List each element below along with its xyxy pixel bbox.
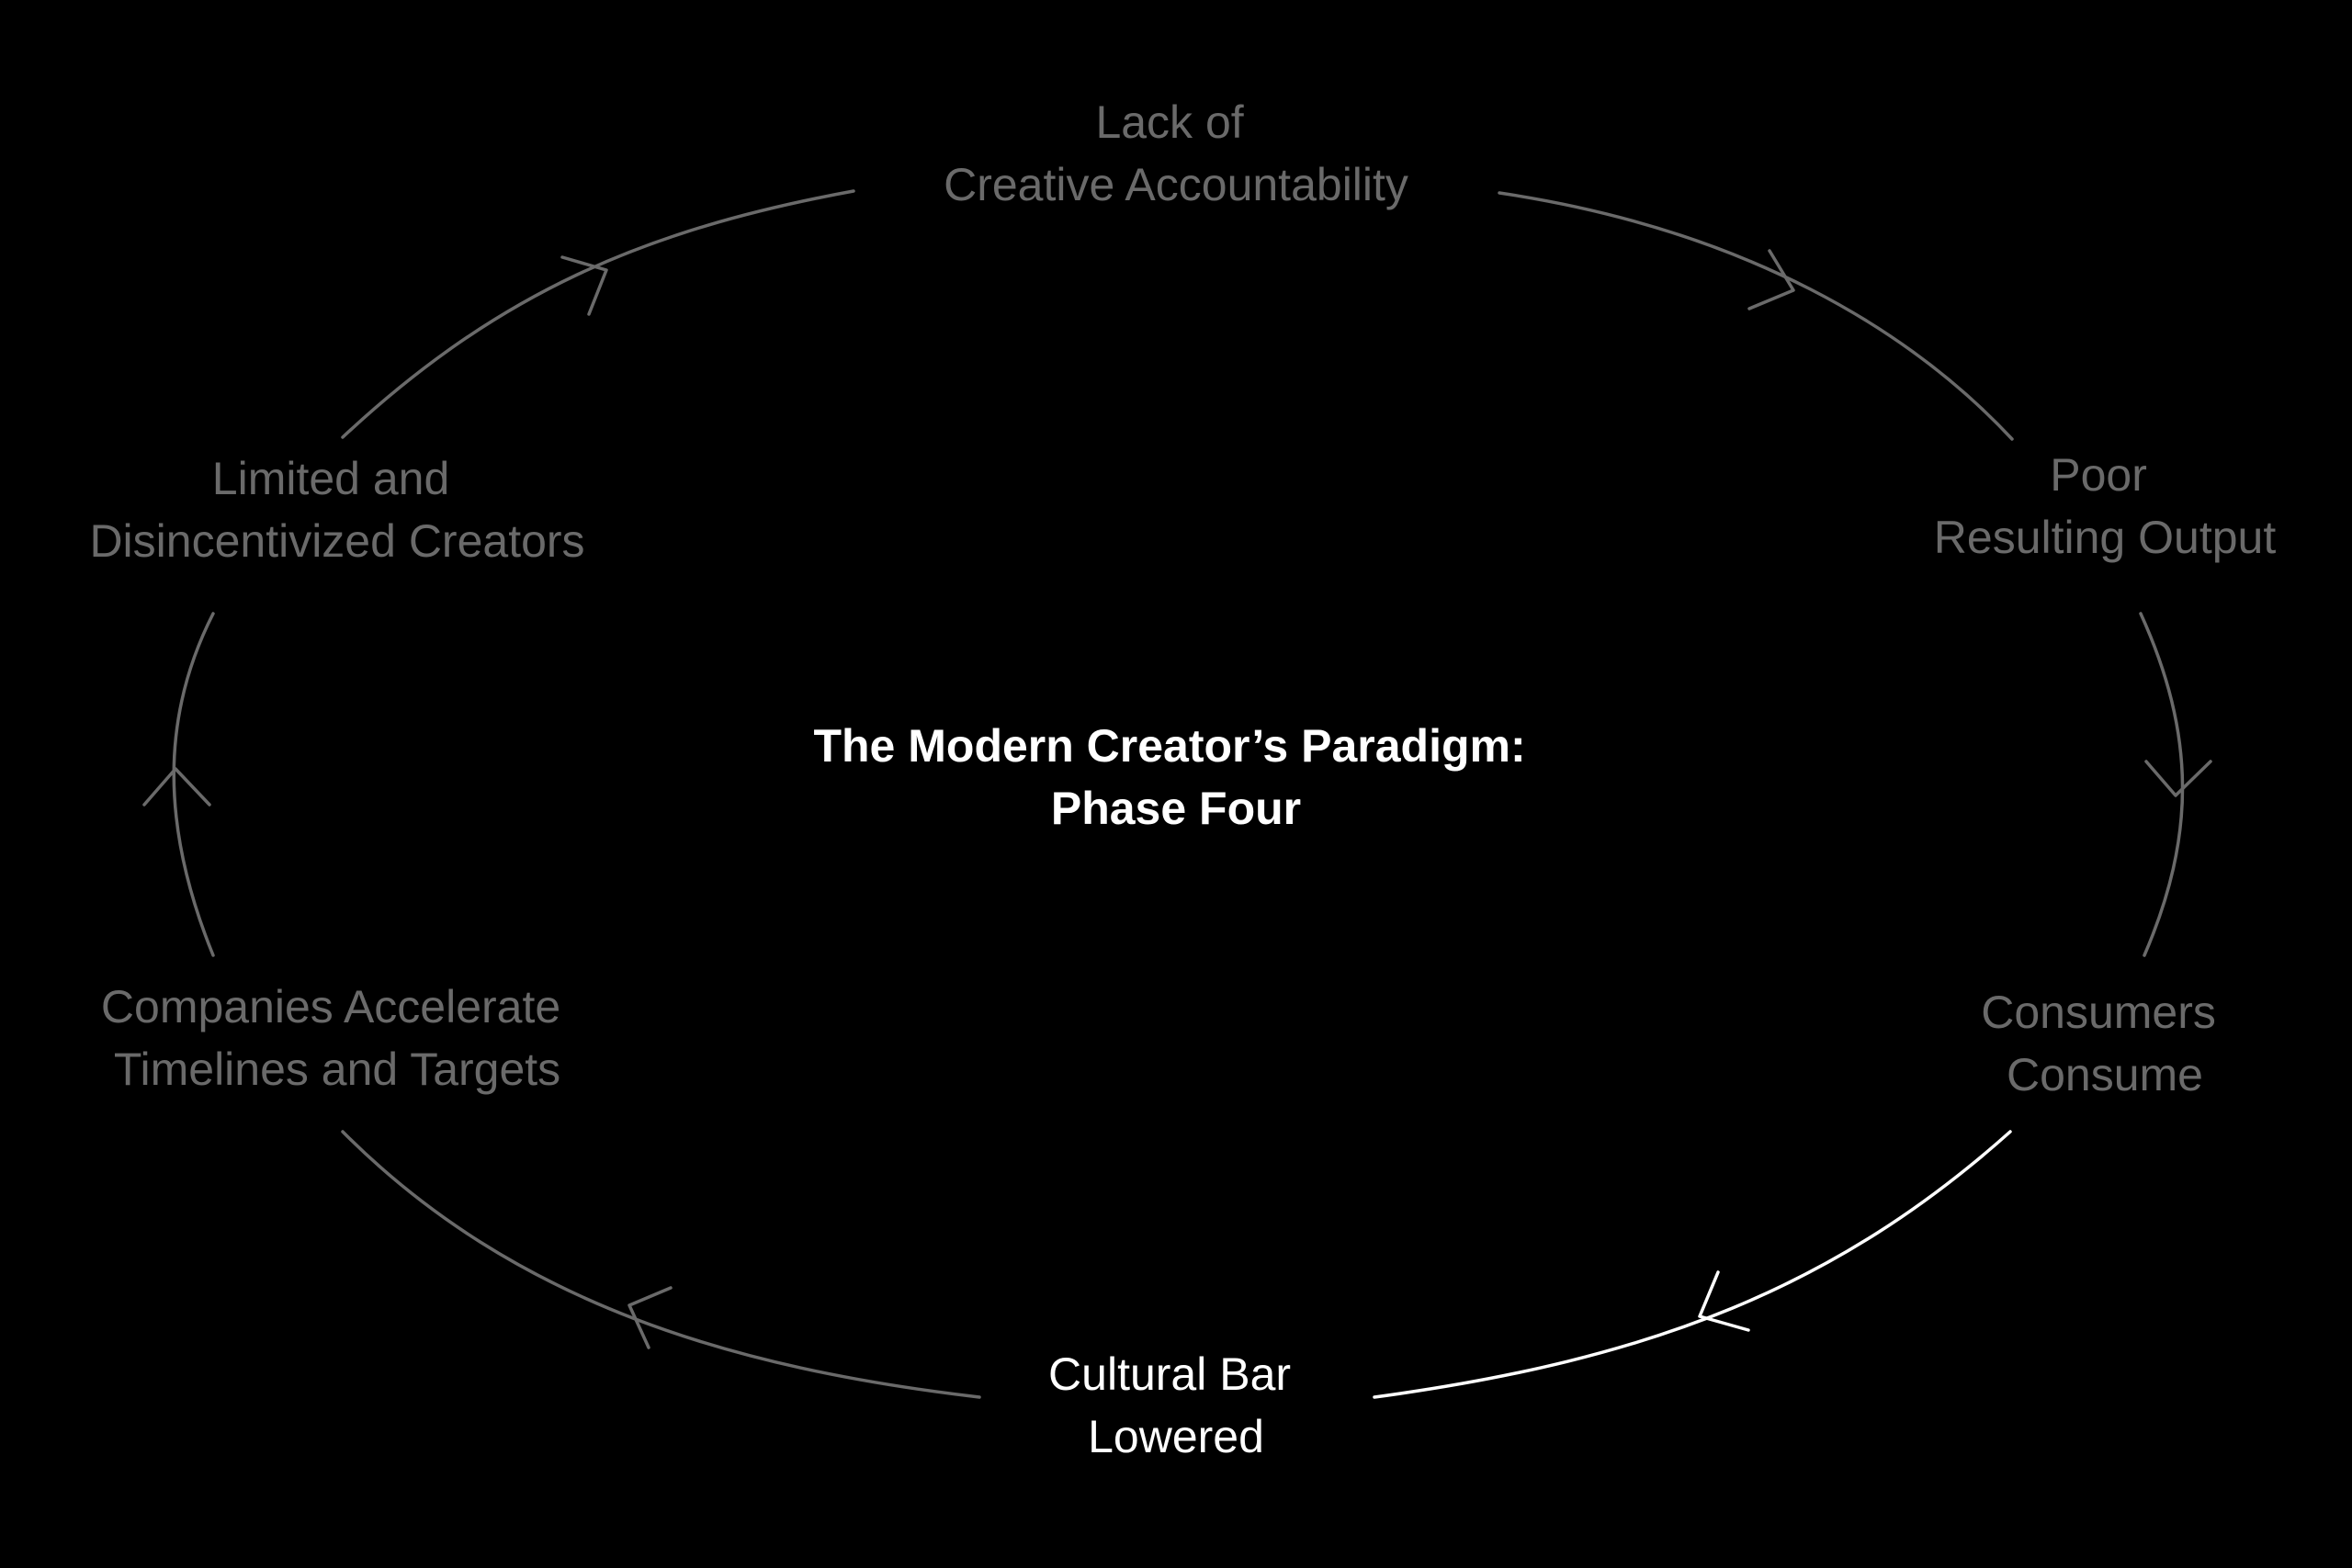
node-companies-accelerate-timelines: Companies Accelerate Timelines and Targe… [101, 981, 573, 1095]
title-line2: Phase Four [1051, 783, 1301, 834]
arrowhead-consumers-to-cultural-bar [1698, 1270, 1750, 1332]
node-label-line2: Consume [2007, 1049, 2203, 1100]
node-label-line1: Companies Accelerate [101, 981, 560, 1032]
arrowhead-accountability-to-output [1747, 249, 1795, 310]
arrowhead-companies-to-creators [142, 767, 211, 807]
node-label-line2: Disincentivized Creators [89, 515, 584, 567]
node-lack-of-creative-accountability: Lack of Creative Accountability [944, 96, 1408, 210]
node-label-line2: Lowered [1088, 1411, 1264, 1462]
node-label-line2: Resulting Output [1934, 512, 2277, 563]
node-label-line1: Limited and [212, 453, 450, 504]
node-label-line1: Lack of [1095, 96, 1243, 148]
node-poor-resulting-output: Poor Resulting Output [1934, 449, 2277, 563]
arrow-output-to-consumers [2139, 612, 2185, 957]
diagram-title: The Modern Creator’s Paradigm: Phase Fou… [813, 720, 1538, 834]
arrow-creators-to-accountability [341, 189, 855, 439]
node-consumers-consume: Consumers Consume [1981, 987, 2229, 1100]
node-label-line2: Timelines and Targets [114, 1043, 560, 1095]
title-line1: The Modern Creator’s Paradigm: [813, 720, 1525, 772]
node-label-line1: Poor [2050, 449, 2147, 501]
arrowhead-creators-to-accountability [560, 255, 608, 316]
node-limited-and-disincentivized-creators: Limited and Disincentivized Creators [89, 453, 584, 567]
node-label-line1: Consumers [1981, 987, 2216, 1038]
node-label-line1: Cultural Bar [1048, 1348, 1291, 1400]
arrow-consumers-to-cultural-bar [1373, 1130, 2012, 1399]
arrow-accountability-to-output [1498, 191, 2014, 441]
arrow-companies-to-creators [172, 612, 215, 957]
arrowhead-output-to-consumers [2144, 760, 2212, 797]
node-cultural-bar-lowered: Cultural Bar Lowered [1048, 1348, 1304, 1462]
node-label-line2: Creative Accountability [944, 159, 1408, 210]
arrowhead-cultural-bar-to-companies [628, 1286, 673, 1349]
